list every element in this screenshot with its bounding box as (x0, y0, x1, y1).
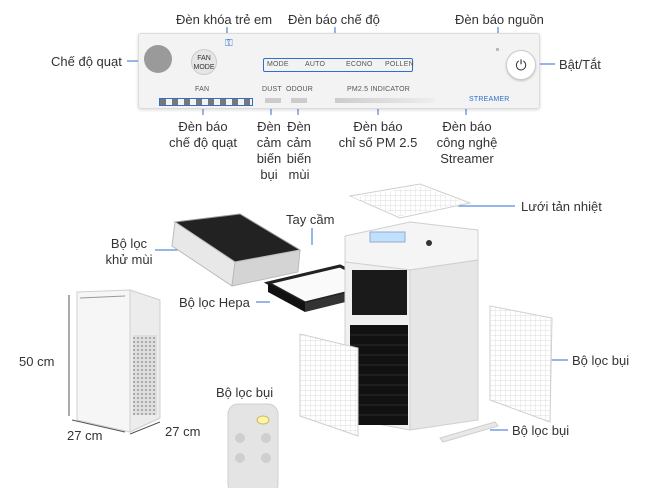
handle-callout: Tay cầm (286, 212, 335, 227)
odour-sensor-callout: Đèn cảm biến mùi (284, 119, 314, 183)
odour-sensor-callout-3: biến (286, 151, 312, 166)
depth-dimension: 27 cm (165, 424, 201, 439)
odour-sensor-callout-1: Đèn (287, 119, 311, 134)
dust-filter-bottom-illustration (439, 421, 499, 443)
fan-level-strip (159, 98, 253, 106)
odour-sensor-callout-4: mùi (288, 167, 310, 182)
pm25-callout: Đèn báo chỉ số PM 2.5 (332, 119, 424, 151)
deodorizing-callout-2: khử mùi (105, 252, 153, 267)
mode-label: MODE (267, 61, 289, 68)
dust-sensor-callout-3: biến (256, 151, 282, 166)
mode-auto: AUTO (305, 61, 326, 68)
small-purifier-illustration (76, 289, 161, 433)
mode-pollen: POLLEN (385, 61, 414, 68)
odour-sensor-callout-2: cảm (286, 135, 312, 150)
mode-econo: ECONO (346, 61, 373, 68)
height-dimension: 50 cm (19, 354, 55, 369)
dust-filter-right-illustration (489, 305, 553, 423)
streamer-callout-3: Streamer (440, 151, 494, 166)
streamer-callout-2: công nghệ (436, 135, 498, 150)
deodorizing-callout: Bộ lọc khử mùi (100, 236, 158, 268)
fan-mode-button-label-2: MODE (193, 64, 215, 71)
dust-filter-left-illustration (299, 333, 359, 437)
mode-indicator-box (263, 58, 413, 72)
dust-sensor-callout-1: Đèn (257, 119, 281, 134)
fan-level-callout-2: chế độ quạt (169, 135, 237, 150)
fan-mode-button-label-1: FAN (197, 55, 211, 62)
pm25-bar (335, 98, 435, 103)
pm25-label: PM2.5 INDICATOR (347, 86, 411, 93)
control-panel: FAN MODE ⚿ MODE AUTO ECONO POLLEN FAN DU… (138, 33, 540, 109)
child-lock-icon: ⚿ (225, 38, 233, 49)
fan-mode-callout: Chế độ quạt (51, 54, 122, 69)
fan-mode-button[interactable]: FAN MODE (191, 49, 217, 75)
mode-light-callout: Đèn báo chế độ (288, 12, 380, 27)
remote-illustration (227, 403, 279, 488)
dust-filter-bottom-callout: Bộ lọc bụi (512, 423, 570, 438)
width-dimension: 27 cm (67, 428, 103, 443)
pm25-callout-1: Đèn báo (353, 119, 403, 134)
fan-mode-knob[interactable] (144, 45, 172, 73)
odour-label: ODOUR (286, 86, 314, 93)
streamer-callout-1: Đèn báo (442, 119, 492, 134)
power-button[interactable]: ⏻ (506, 50, 536, 80)
dust-sensor-callout-2: cảm (256, 135, 282, 150)
streamer-label: STREAMER (469, 96, 510, 103)
dust-filter-left-callout: Bộ lọc bụi (216, 385, 274, 400)
child-lock-callout: Đèn khóa trẻ em (176, 12, 273, 27)
dust-sensor-callout-4: bụi (260, 167, 278, 182)
dust-sensor-callout: Đèn cảm biến bụi (254, 119, 284, 183)
dust-label: DUST (262, 86, 282, 93)
power-icon: ⏻ (515, 57, 527, 73)
fan-level-callout: Đèn báo chế độ quạt (164, 119, 242, 151)
fan-level-callout-1: Đèn báo (178, 119, 228, 134)
dimension-lines (68, 295, 161, 435)
power-light (496, 48, 499, 51)
heat-mesh-callout: Lưới tản nhiệt (521, 199, 602, 214)
purifier-exploded-illustration (344, 221, 479, 431)
odour-indicator (291, 98, 307, 103)
streamer-callout: Đèn báo công nghệ Streamer (430, 119, 504, 167)
power-button-callout: Bật/Tắt (559, 57, 601, 72)
deodorizing-filter-illustration (171, 213, 302, 287)
heat-mesh-illustration (348, 183, 472, 219)
dust-filter-right-callout: Bộ lọc bụi (572, 353, 630, 368)
pm25-callout-2: chỉ số PM 2.5 (338, 135, 418, 150)
fan-label: FAN (195, 86, 210, 93)
deodorizing-callout-1: Bộ lọc (110, 236, 148, 251)
dust-indicator (265, 98, 281, 103)
hepa-callout: Bộ lọc Hepa (179, 295, 250, 310)
power-light-callout: Đèn báo nguồn (455, 12, 544, 27)
